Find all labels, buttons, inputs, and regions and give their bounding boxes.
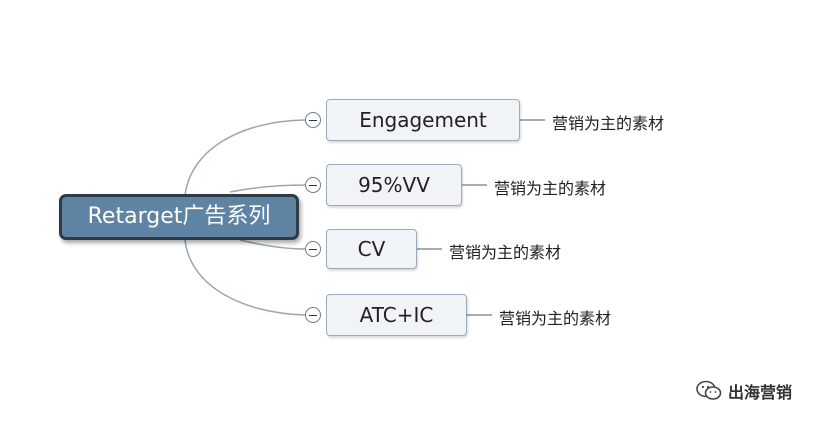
note-cv[interactable]: 营销为主的素材	[449, 243, 562, 262]
watermark-text: 出海营销	[728, 383, 793, 402]
topic-engagement[interactable]: Engagement	[326, 99, 520, 141]
topic-cv[interactable]: CV	[326, 229, 417, 269]
watermark: 出海营销	[696, 378, 792, 404]
collapse-toggle-atc-ic[interactable]	[305, 307, 321, 323]
topic-95vv[interactable]: 95%VV	[326, 164, 462, 206]
connector-to-engagement	[184, 119, 306, 197]
wechat-icon	[696, 380, 722, 402]
collapse-toggle-engagement[interactable]	[305, 112, 321, 128]
collapse-toggle-cv[interactable]	[305, 241, 321, 257]
root-topic[interactable]: Retarget广告系列	[59, 194, 299, 240]
topic-atc-ic[interactable]: ATC+IC	[326, 294, 467, 336]
note-atc-ic[interactable]: 营销为主的素材	[499, 309, 612, 328]
connector-to-95vv	[229, 184, 306, 193]
note-engagement[interactable]: 营销为主的素材	[552, 114, 665, 133]
connector-to-atc-ic	[184, 239, 306, 316]
connector-to-cv	[239, 239, 306, 250]
note-95vv[interactable]: 营销为主的素材	[494, 179, 607, 198]
collapse-toggle-95vv[interactable]	[305, 177, 321, 193]
